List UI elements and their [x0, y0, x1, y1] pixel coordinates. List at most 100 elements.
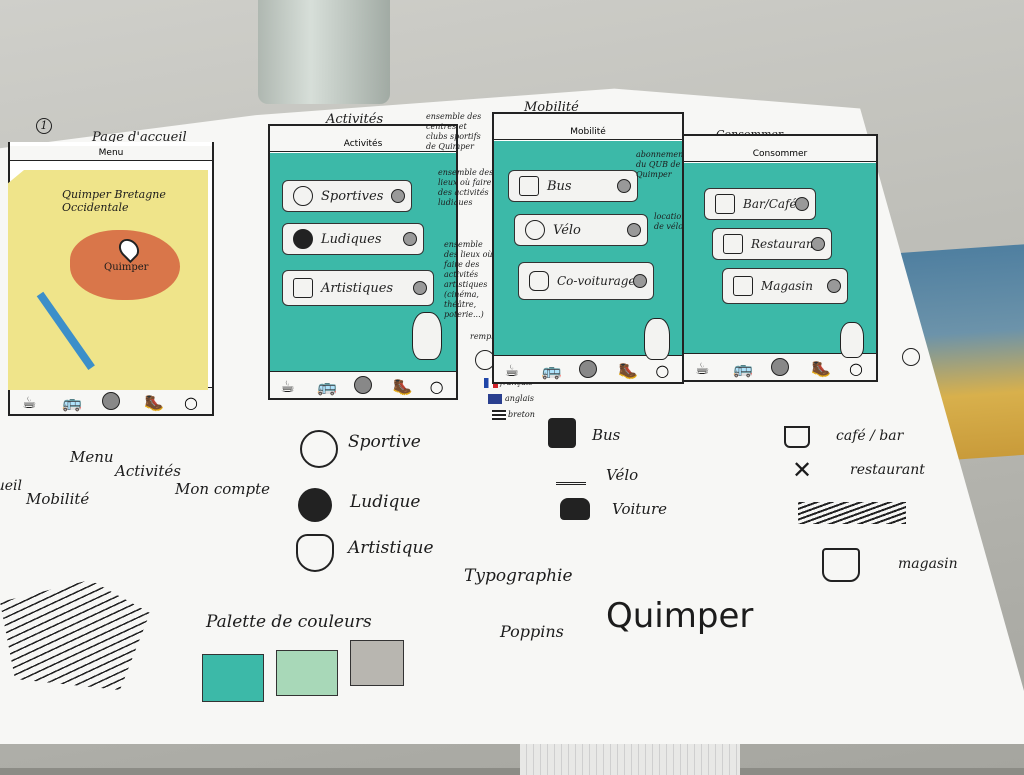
coffee-icon [715, 194, 735, 214]
hiking-icon[interactable]: 🥾 [618, 361, 639, 380]
note-sportives: ensemble des centres et clubs sportifs d… [426, 112, 482, 151]
car-icon [560, 498, 590, 520]
hiking-icon[interactable]: 🥾 [144, 393, 164, 412]
theater-masks-icon [293, 278, 313, 298]
note-ludiques: ensemble des lieux où faire des activité… [438, 168, 494, 207]
home-icon[interactable] [353, 376, 372, 394]
sheet-number: 1 [36, 118, 52, 134]
map-pin-label: Quimper [104, 262, 149, 273]
mascot-raccoon-icon [644, 318, 670, 360]
basketball-icon [300, 430, 338, 468]
mobility-heading: Mobilité [524, 100, 579, 115]
legend-ludique: Ludique [350, 492, 421, 512]
mobility-title-bar: Mobilité [494, 125, 682, 140]
home-icon[interactable] [102, 392, 120, 410]
callout-mobilite: Mobilité [26, 490, 90, 508]
bus-icon[interactable]: 🚌 [541, 361, 562, 380]
legend-magasin: magasin [898, 556, 958, 572]
user-icon[interactable]: ○ [429, 377, 444, 396]
consume-title-bar: Consommer [684, 147, 876, 162]
card-covoiturage[interactable]: Co-voiturage [518, 262, 654, 300]
home-icon[interactable] [578, 360, 597, 378]
card-restaurant[interactable]: Restaurant [712, 228, 832, 260]
callout-menu: Menu [70, 448, 114, 466]
chevron-right-icon[interactable] [617, 179, 631, 193]
palette-swatch-grey [350, 640, 404, 686]
chevron-right-icon[interactable] [633, 274, 647, 288]
typography-sample: Quimper [606, 596, 754, 636]
bus-icon[interactable]: 🚌 [733, 359, 753, 378]
home-icon[interactable] [771, 358, 789, 376]
map-city-label: Quimper Bretagne Occidentale [62, 188, 166, 214]
scribble-crossed-out [798, 502, 906, 524]
user-icon[interactable]: ○ [655, 361, 670, 380]
consume-nav: ☕ 🚌 🥾 ○ [684, 353, 876, 380]
palette-swatch-mint [276, 650, 338, 696]
lang-english[interactable]: anglais [505, 394, 535, 403]
chevron-right-icon[interactable] [827, 279, 841, 293]
chevron-right-icon[interactable] [413, 281, 427, 295]
mascot-raccoon-icon [840, 322, 864, 358]
legend-artistique: Artistique [348, 538, 434, 558]
coffee-icon[interactable]: ☕ [22, 393, 37, 412]
user-icon[interactable]: ○ [184, 393, 198, 412]
typography-title: Typographie [464, 566, 573, 586]
globe-icon[interactable] [902, 348, 920, 366]
bowling-ball-icon [298, 488, 332, 522]
card-label: Co-voiturage [557, 274, 636, 288]
chevron-right-icon[interactable] [403, 232, 417, 246]
bus-icon [519, 176, 539, 196]
basketball-icon [293, 186, 313, 206]
legend-cafe-bar: café / bar [836, 428, 904, 444]
fork-knife-icon: ✕ [792, 456, 813, 484]
coffee-icon [784, 426, 810, 448]
card-label: Ludiques [321, 231, 382, 247]
shopping-basket-icon [822, 548, 860, 582]
legend-voiture: Voiture [612, 500, 668, 518]
chevron-right-icon[interactable] [795, 197, 809, 211]
chevron-right-icon[interactable] [391, 189, 405, 203]
card-magasin[interactable]: Magasin [722, 268, 848, 304]
card-bus[interactable]: Bus [508, 170, 638, 202]
water-glass [258, 0, 390, 104]
hiking-icon[interactable]: 🥾 [392, 377, 413, 396]
car-icon [529, 271, 549, 291]
palette-swatch-teal [202, 654, 264, 702]
hiking-icon[interactable]: 🥾 [811, 359, 831, 378]
bus-icon[interactable]: 🚌 [317, 377, 338, 396]
user-icon[interactable]: ○ [849, 359, 863, 378]
bicycle-icon [525, 220, 545, 240]
bicycle-icon [556, 466, 586, 485]
callout-accueil: Accueil [0, 478, 22, 494]
card-label: Vélo [553, 222, 581, 238]
legend-bus: Bus [592, 426, 621, 444]
activities-nav: ☕ 🚌 🥾 ○ [270, 371, 456, 398]
typography-font: Poppins [500, 622, 564, 641]
card-velo[interactable]: Vélo [514, 214, 648, 246]
chevron-right-icon[interactable] [627, 223, 641, 237]
card-label: Artistiques [321, 280, 394, 296]
note-velo: location de vélo [654, 212, 687, 231]
flag-breton-icon [492, 410, 506, 420]
activities-heading: Activités [326, 112, 384, 127]
card-sportives[interactable]: Sportives [282, 180, 412, 212]
mobility-nav: ☕ 🚌 🥾 ○ [494, 355, 682, 382]
note-bus: abonnements du QUB de Quimper [636, 150, 691, 179]
card-bar-cafe[interactable]: Bar/Café [704, 188, 816, 220]
theater-masks-icon [296, 534, 334, 572]
card-label: Restaurant [751, 237, 819, 251]
note-artistiques: ensemble des lieux où faire des activité… [444, 240, 493, 319]
card-artistiques[interactable]: Artistiques [282, 270, 434, 306]
card-label: Bar/Café [743, 197, 797, 211]
shopping-basket-icon [733, 276, 753, 296]
lang-breton[interactable]: breton [508, 410, 535, 419]
bus-icon[interactable]: 🚌 [62, 393, 82, 412]
card-ludiques[interactable]: Ludiques [282, 223, 424, 255]
legend-velo: Vélo [606, 466, 639, 484]
coffee-icon[interactable]: ☕ [280, 377, 295, 396]
card-label: Bus [547, 178, 572, 194]
chevron-right-icon[interactable] [811, 237, 825, 251]
coffee-icon[interactable]: ☕ [504, 361, 519, 380]
coffee-icon[interactable]: ☕ [695, 359, 710, 378]
mascot-raccoon-icon [412, 312, 442, 360]
